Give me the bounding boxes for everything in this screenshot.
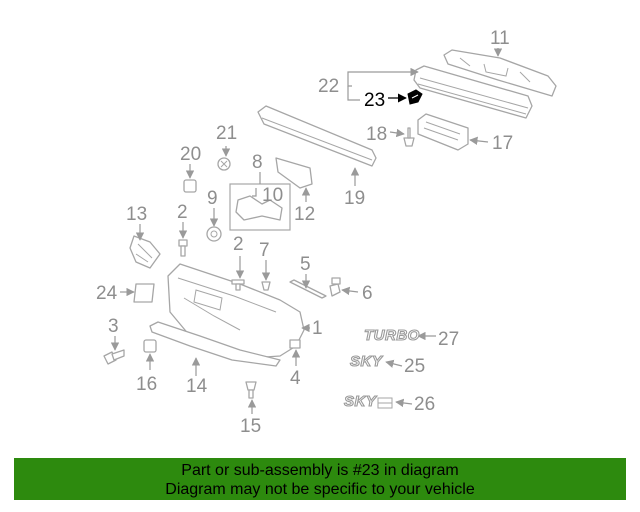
label-6: 6 [362, 283, 373, 304]
label-14: 14 [186, 376, 208, 397]
part-6-push-pin[interactable] [329, 277, 341, 297]
callout-labels: 11 22 23 18 17 21 20 8 10 9 19 12 13 2 2… [96, 28, 513, 437]
info-banner-line-2: Diagram may not be specific to your vehi… [165, 481, 475, 498]
label-1: 1 [312, 318, 323, 339]
emblem-sky-e: SKY [344, 393, 378, 410]
label-10: 10 [262, 185, 283, 206]
part-13-bracket[interactable] [129, 235, 161, 269]
label-4: 4 [290, 368, 301, 389]
leader-lines [110, 48, 503, 414]
part-2-clip-lower[interactable] [231, 279, 245, 291]
part-10-retainer [235, 195, 283, 221]
label-15: 15 [240, 416, 261, 437]
label-22: 22 [318, 76, 339, 97]
part-20-clip[interactable] [183, 179, 197, 193]
label-18: 18 [366, 124, 387, 145]
label-12: 12 [294, 204, 315, 225]
part-24-reflector[interactable] [133, 283, 155, 303]
label-20: 20 [180, 144, 201, 165]
emblems: TURBO SKY SKY [343, 326, 420, 410]
emblem-sky: SKY [350, 353, 384, 370]
part-14-valance[interactable] [149, 321, 281, 367]
part-11-reinforcement[interactable] [443, 49, 557, 97]
label-26: 26 [414, 394, 435, 415]
part-15-push-pin[interactable] [245, 381, 257, 399]
part-4-clip[interactable] [289, 339, 301, 349]
part-12-plate[interactable] [275, 157, 313, 189]
info-banner-line-1: Part or sub-assembly is #23 in diagram [181, 462, 459, 479]
part-19-bar[interactable] [257, 105, 377, 167]
part-18-bolt[interactable] [403, 127, 415, 147]
part-17-bracket[interactable] [417, 113, 469, 151]
label-19: 19 [344, 188, 365, 209]
part-23-push-pin[interactable] [407, 89, 423, 105]
label-27: 27 [438, 329, 459, 350]
label-13: 13 [126, 204, 147, 225]
part-9-nut[interactable] [206, 226, 222, 242]
part-5-strip[interactable] [289, 279, 327, 299]
part-21-screw[interactable] [217, 157, 231, 171]
label-8: 8 [252, 152, 263, 173]
label-11: 11 [490, 28, 510, 49]
label-17: 17 [492, 133, 513, 154]
part-16-clip[interactable] [143, 339, 157, 353]
info-banner: Part or sub-assembly is #23 in diagram D… [14, 458, 626, 500]
part-3-bolt[interactable] [103, 349, 125, 365]
label-24: 24 [96, 283, 118, 304]
part-2-bolt-upper[interactable] [178, 239, 188, 257]
part-7-clip[interactable] [261, 281, 271, 291]
label-2-upper: 2 [177, 202, 188, 223]
label-5: 5 [300, 254, 311, 275]
parts-diagram: TURBO SKY SKY 11 22 23 18 17 21 20 8 10 … [96, 28, 557, 437]
label-3: 3 [108, 316, 119, 337]
label-16: 16 [136, 374, 157, 395]
label-2-lower: 2 [233, 234, 244, 255]
label-21: 21 [216, 123, 237, 144]
label-25: 25 [404, 356, 425, 377]
emblem-turbo: TURBO [364, 327, 420, 344]
label-9: 9 [207, 188, 218, 209]
label-7: 7 [259, 240, 270, 261]
label-23: 23 [364, 90, 385, 111]
part-22-impact-bar[interactable] [413, 65, 533, 119]
